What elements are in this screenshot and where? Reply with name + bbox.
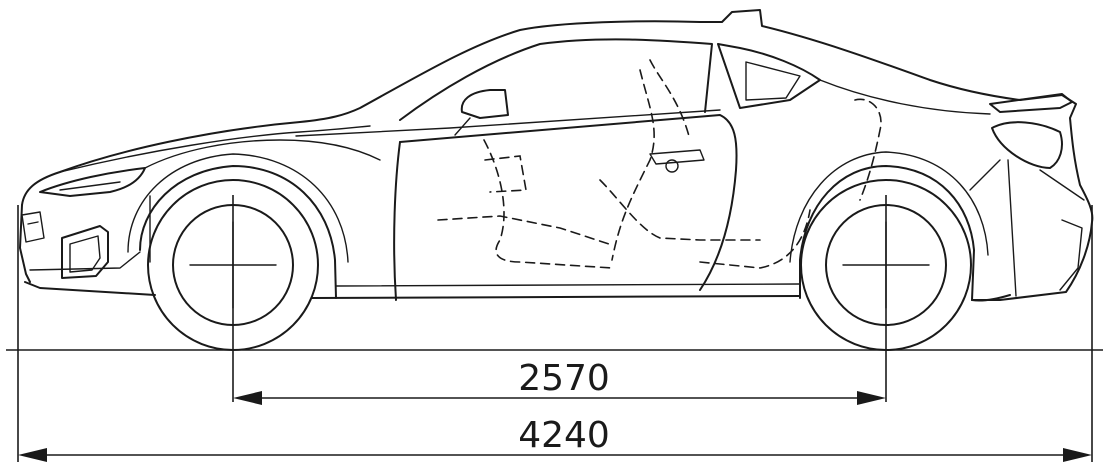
wheelbase-dimension: 2570 bbox=[233, 358, 886, 405]
overall-length-label: 4240 bbox=[518, 415, 610, 456]
wheelbase-label: 2570 bbox=[518, 358, 610, 399]
front-wheel bbox=[147, 179, 319, 351]
car-body bbox=[19, 9, 1094, 302]
rear-wheel bbox=[800, 179, 972, 351]
interior-dashed-lines bbox=[437, 59, 882, 269]
overall-length-dimension: 4240 bbox=[18, 415, 1092, 462]
